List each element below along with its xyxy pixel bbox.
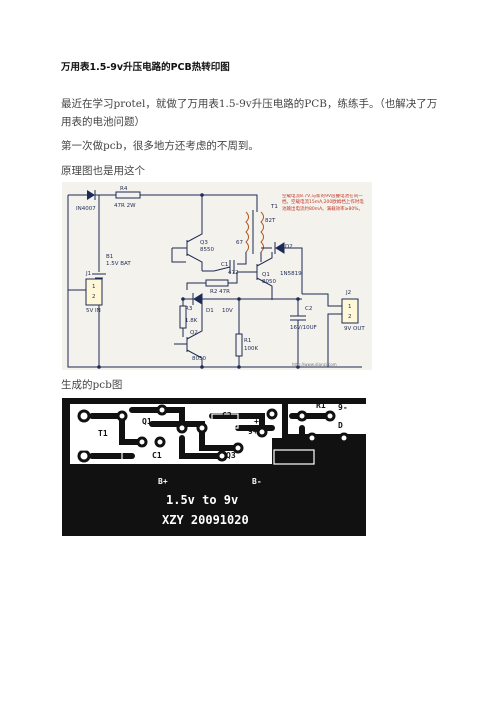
pcb-text-line1: 1.5v to 9v [166, 493, 238, 507]
pcb-label-t1: T1 [98, 429, 108, 438]
label-q3-value: 8550 [200, 247, 214, 253]
paragraph-pcb-caption: 生成的pcb图 [61, 379, 123, 391]
pcb-label-out-minus: 9- [338, 403, 348, 412]
label-r2: R2 47R [210, 289, 230, 295]
label-r4: R4 [120, 186, 128, 192]
label-j1: J1 [85, 271, 91, 277]
label-r1: R1 [244, 338, 251, 344]
label-r3-value: 1.8K [185, 318, 198, 324]
label-d1-value: 10V [222, 308, 233, 314]
label-r4-value: 47R 2W [114, 203, 136, 209]
paragraph-schematic-caption: 原理图也是用这个 [61, 165, 145, 177]
pcb-label-d-mark: D [338, 421, 343, 430]
pcb-label-c2: C2 [222, 411, 232, 420]
pcb-label-c1: C1 [152, 451, 162, 460]
label-c2-value: 16V/10UF [290, 325, 317, 331]
pcb-label-q3: Q3 [226, 451, 236, 460]
pcb-text-line2: XZY 20091020 [162, 513, 249, 527]
pcb-label-b-minus: B- [252, 477, 262, 486]
label-input-diode: IN4007 [76, 206, 96, 212]
label-b1: B1 [106, 254, 113, 260]
paragraph-intro: 最近在学习protel，就做了万用表1.5-9v升压电路的PCB，练练手。（也解… [61, 98, 438, 128]
label-r3: R3 [185, 306, 193, 312]
label-q1: Q1 [262, 272, 270, 278]
schematic-diagram: IN4007 R4 47R 2W B1 1.5V BAT J1 1 2 5V I… [62, 182, 372, 370]
label-q2: Q2 [190, 330, 198, 336]
label-j1-pin2: 2 [92, 294, 96, 300]
label-c1-value: 472 [228, 270, 239, 276]
label-q2-value: 8050 [192, 356, 206, 362]
doc-title: 万用表1.5-9v升压电路的PCB热转印图 [61, 62, 230, 73]
pcb-label-zd1: ZD1 [284, 441, 299, 450]
pcb-label-b-plus: B+ [158, 477, 168, 486]
label-j2-pin2: 2 [348, 314, 352, 320]
label-d2: D2 [285, 244, 293, 250]
label-q3: Q3 [200, 240, 208, 246]
label-b1-value: 1.5V BAT [106, 261, 131, 267]
label-t1-turns-a: 67 [236, 240, 243, 246]
paragraph-first-pcb: 第一次做pcb，很多地方还考虑的不周到。 [61, 140, 259, 152]
label-c1: C1 [221, 262, 228, 268]
source-watermark: http://www.dianzi.com [292, 362, 337, 367]
label-t1: T1 [270, 204, 278, 210]
label-t1-turns-b: 82T [265, 218, 276, 224]
label-j1-pin1: 1 [92, 284, 96, 290]
annotation-note: 空载电流8.7V,与新的9V层叠电池在同一档。空载电流15mA,200欧姆档上作… [282, 194, 364, 212]
label-j2: J2 [345, 290, 351, 296]
pcb-label-out-plus: 9+ [248, 427, 258, 436]
label-j1-value: 5V IN [86, 308, 101, 314]
label-j2-pin1: 1 [348, 304, 352, 310]
label-d1: D1 [206, 308, 214, 314]
pcb-label-c-plus: + [254, 417, 259, 426]
label-j2-value: 9V OUT [344, 326, 365, 332]
label-r1-value: 100K [244, 346, 258, 352]
pcb-label-r1: R1 [316, 401, 326, 410]
label-d2-value: 1N5819 [280, 271, 302, 277]
pcb-label-q1: Q1 [142, 417, 152, 426]
label-q1-value: 8050 [262, 279, 276, 285]
pcb-layout: T1 C1 C2 R1 ZD1 Q3 Q1 9+ 9- D + B+ B- 1.… [62, 398, 366, 536]
label-c2: C2 [305, 306, 312, 312]
